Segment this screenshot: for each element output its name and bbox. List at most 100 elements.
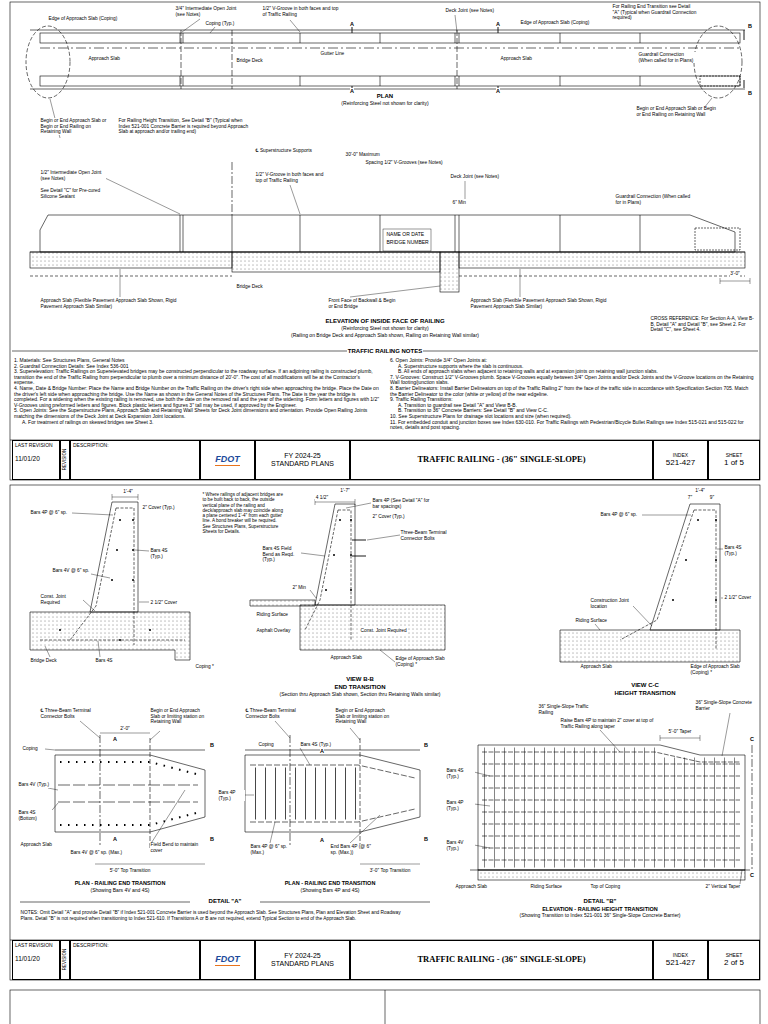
title-block-text: REVISION [62,949,67,971]
callout-label: * Where railings of adjacent bridges are… [202,492,285,534]
title-block-text: STANDARD PLANS [271,960,334,968]
callout-label: Riding Surface [256,612,288,618]
title-block-text: 11/01/20 [15,455,40,462]
title-block-text: FY 2024-25 [284,452,320,460]
description-cell: DESCRIPTION: [70,940,200,980]
callout-label: Bars 4S Field Bend as Reqd. (Typ.) [262,546,301,563]
note-text: 7. V-Grooves: Construct 1/2" V-Grooves p… [390,375,756,386]
callout-label: Bars 4V @ 6" sp. [52,568,91,574]
section-marker: A [350,88,355,94]
section-marker: B [210,836,215,842]
index-cell: INDEX521-427 [653,440,708,480]
callout-label: Guardrail Connection (When called for in… [638,52,697,63]
title-block-text: INDEX [673,953,688,959]
callout-label: Coping (Typ.) [205,21,235,27]
view-title: ELEVATION - RAILING HEIGHT TRANSITION [542,906,659,912]
section-marker: C [750,872,755,878]
revision-strip: REVISION [60,440,70,480]
callout-label: Approach Slab [455,884,487,890]
title-block-text: LAST REVISION [15,443,53,449]
callout-label: Spacing 1/2" V-Grooves (see Notes) [365,160,443,166]
callout-label: BRIDGE NUMBER [386,240,429,246]
section-marker: A [496,88,501,94]
title-block-text: TRAFFIC RAILING - (36" SINGLE-SLOPE) [417,455,585,465]
view-title: VIEW B-B [346,676,375,683]
index-cell: INDEX521-427 [653,940,708,980]
callout-label: Gutter Line [320,51,345,57]
callout-label: Deck Joint (see Notes) [450,174,500,180]
callout-label: 3/4" Intermediate Open Joint (see Notes) [175,6,238,17]
callout-label: 2 1/2" Cover [724,595,752,601]
callout-label: Begin or End Approach Slab or Begin or E… [636,106,722,117]
callout-label: (Railing on Bridge Deck and Approach Sla… [291,333,480,339]
callout-label: 1/2" V-Groove in both faces and top of T… [262,6,343,17]
callout-label: Approach Slab (Flexible Pavement Approac… [40,298,191,309]
callout-label: Coping [258,742,274,748]
logo-cell: FDOT [200,940,255,980]
title-block-text: FY 2024-25 [284,952,320,960]
notes-column: 6. Open Joints: Provide 3/4" Open Joints… [390,358,756,431]
revision-strip: REVISION [60,940,70,980]
notes-column: 1. Materials: See Structures Plans, Gene… [14,358,380,425]
title-cell: TRAFFIC RAILING - (36" SINGLE-SLOPE) [350,940,653,980]
section-marker: B [210,742,215,748]
title-block-text: DESCRIPTION: [73,943,109,949]
callout-label: NAME OR DATE [386,232,425,238]
view-title: PLAN - RAILING END TRANSITION [284,880,376,886]
title-block-text: DESCRIPTION: [73,443,109,449]
title-block-text: 521-427 [666,458,695,467]
title-block-text: LAST REVISION [15,943,53,949]
revision-cell: LAST REVISION 11/01/20 [12,440,60,480]
view-title: ELEVATION OF INSIDE FACE OF RAILING [325,318,445,325]
callout-label: Edge of Approach Slab (Coping) * [690,664,741,675]
callout-label: Bars 4P (Typ.) [218,790,245,801]
callout-label: (Showing Bars 4P and 4S) [300,888,360,894]
callout-label: 1/2" V-Groove in both faces and top of T… [255,172,328,183]
callout-label: Bars 4P @ 6" sp. [600,512,638,518]
callout-label: 36" Single-Slope Concrete Barrier [695,700,754,711]
callout-label: 1'-4" [695,488,706,494]
callout-label: Bars 4S (Typ.) [300,742,332,748]
callout-label: Bridge Deck [30,658,57,664]
section-marker: A [320,837,325,843]
section-marker: C [750,736,755,742]
callout-label: For Railing End Transition see Detail "A… [612,4,698,21]
callout-label: 7" [687,495,692,501]
callout-label: Raise Bars 4P to maintain 2" cover at to… [560,718,656,729]
callout-label: 4 1/2" [315,495,328,501]
callout-label: ℄ Superstructure Supports [255,148,316,154]
title-block-text: 1 of 5 [724,458,744,467]
callout-label: Bars 4P @ 6" sp. [30,510,68,516]
callout-label: 3'-0" [730,271,741,277]
note-text: A. For treatment of railings on skewed b… [14,420,380,426]
note-text: 5. Open Joints: See the Superstructure P… [14,408,380,419]
callout-label: (Showing Bars 4V and 4S) [90,888,150,894]
sheet-cell: SHEET2 of 5 [708,940,760,980]
callout-label: 36" Single-Slope Traffic Railing [538,704,594,715]
callout-label: NOTES: Omit Detail "A" and provide Detai… [20,910,411,921]
callout-label: See Detail "C" for Pre-cured Silicone Se… [40,188,103,199]
callout-label: Top of Coping [590,884,621,890]
callout-label: 3'-0" Top Transition [369,868,411,874]
title-block-text: STANDARD PLANS [271,460,334,468]
title-block-text: REVISION [62,449,67,471]
section-marker: B [424,742,429,748]
callout-label: 2" Cover (Typ.) [372,514,405,520]
callout-label: 2 1/2" Cover [150,600,178,606]
callout-label: (Reinforcing Steel not shown for clarity… [341,326,429,332]
view-title: TRAFFIC RAILING NOTES [347,348,422,355]
callout-label: Const. Joint Required [40,594,83,605]
callout-label: 2" Cover (Typ.) [142,505,175,511]
callout-label: Bars 4S (Typ.) [446,768,475,779]
callout-label: Guardrail Connection (When called for in… [615,194,691,205]
callout-label: Front Face of Backwall & Begin or End Br… [328,298,399,309]
callout-label: Approach Slab [20,842,52,848]
title-block-text: FDOT [215,954,240,965]
callout-label: Coping [22,746,38,752]
callout-label: Begin or End Approach Slab or Begin or E… [40,118,109,135]
callout-label: Bars 4S (Bottom) [18,810,53,821]
plans-cell: FY 2024-25STANDARD PLANS [255,940,350,980]
callout-label: 5'-0" Top Transition [109,868,151,874]
callout-label: Three-Beam Terminal Connector Bolts [400,530,451,541]
